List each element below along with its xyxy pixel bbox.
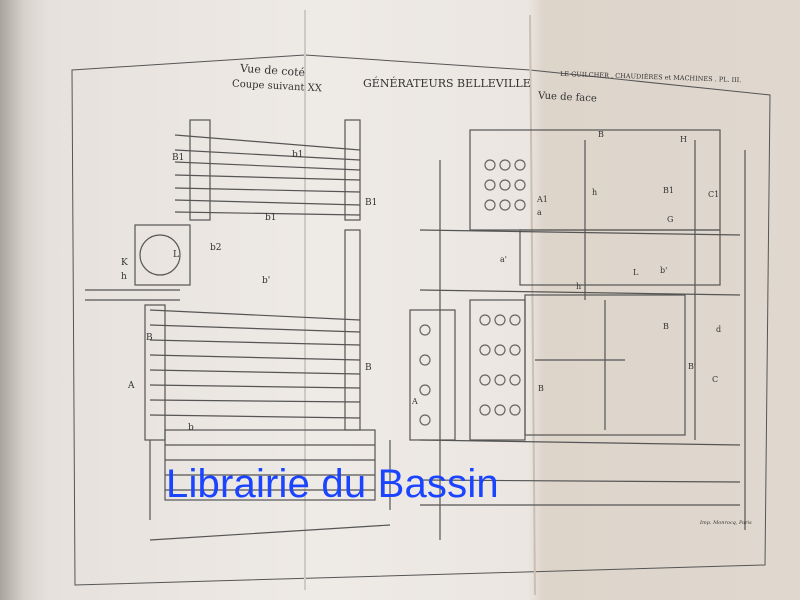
label: b1 — [292, 150, 304, 160]
label: B — [598, 130, 604, 139]
label: B1 — [663, 186, 674, 195]
label: B — [663, 322, 669, 331]
label: A1 — [537, 195, 548, 204]
label: L — [633, 268, 639, 277]
label: B — [146, 333, 153, 343]
label: b2 — [210, 243, 222, 253]
label: B — [365, 363, 372, 373]
label: H — [680, 135, 687, 144]
label: h — [576, 282, 582, 291]
label: B1 — [172, 153, 185, 163]
label: B1 — [365, 198, 378, 208]
label: K — [121, 258, 128, 268]
label: a' — [500, 255, 507, 264]
label: d — [716, 325, 722, 334]
label: C — [712, 375, 719, 384]
label: B — [538, 384, 544, 393]
watermark-text: Librairie du Bassin — [166, 462, 499, 506]
engraver-credit: Imp. Monrocq, Paris — [700, 520, 752, 526]
front-view-drawing — [409, 129, 746, 540]
label: B' — [688, 362, 697, 371]
label: A — [128, 381, 135, 391]
label: b — [188, 423, 194, 433]
label: L — [173, 250, 179, 260]
side-view-drawing — [85, 119, 391, 541]
label: b' — [660, 266, 668, 275]
label: b1 — [265, 213, 277, 223]
label: A — [412, 397, 418, 406]
label: C1 — [708, 190, 720, 199]
label: b' — [262, 276, 271, 286]
label: a — [537, 208, 542, 217]
label: G — [667, 215, 674, 224]
label: h — [121, 272, 127, 282]
label: h — [592, 188, 598, 197]
plate-main-title: GÉNÉRATEURS BELLEVILLE — [363, 77, 531, 90]
